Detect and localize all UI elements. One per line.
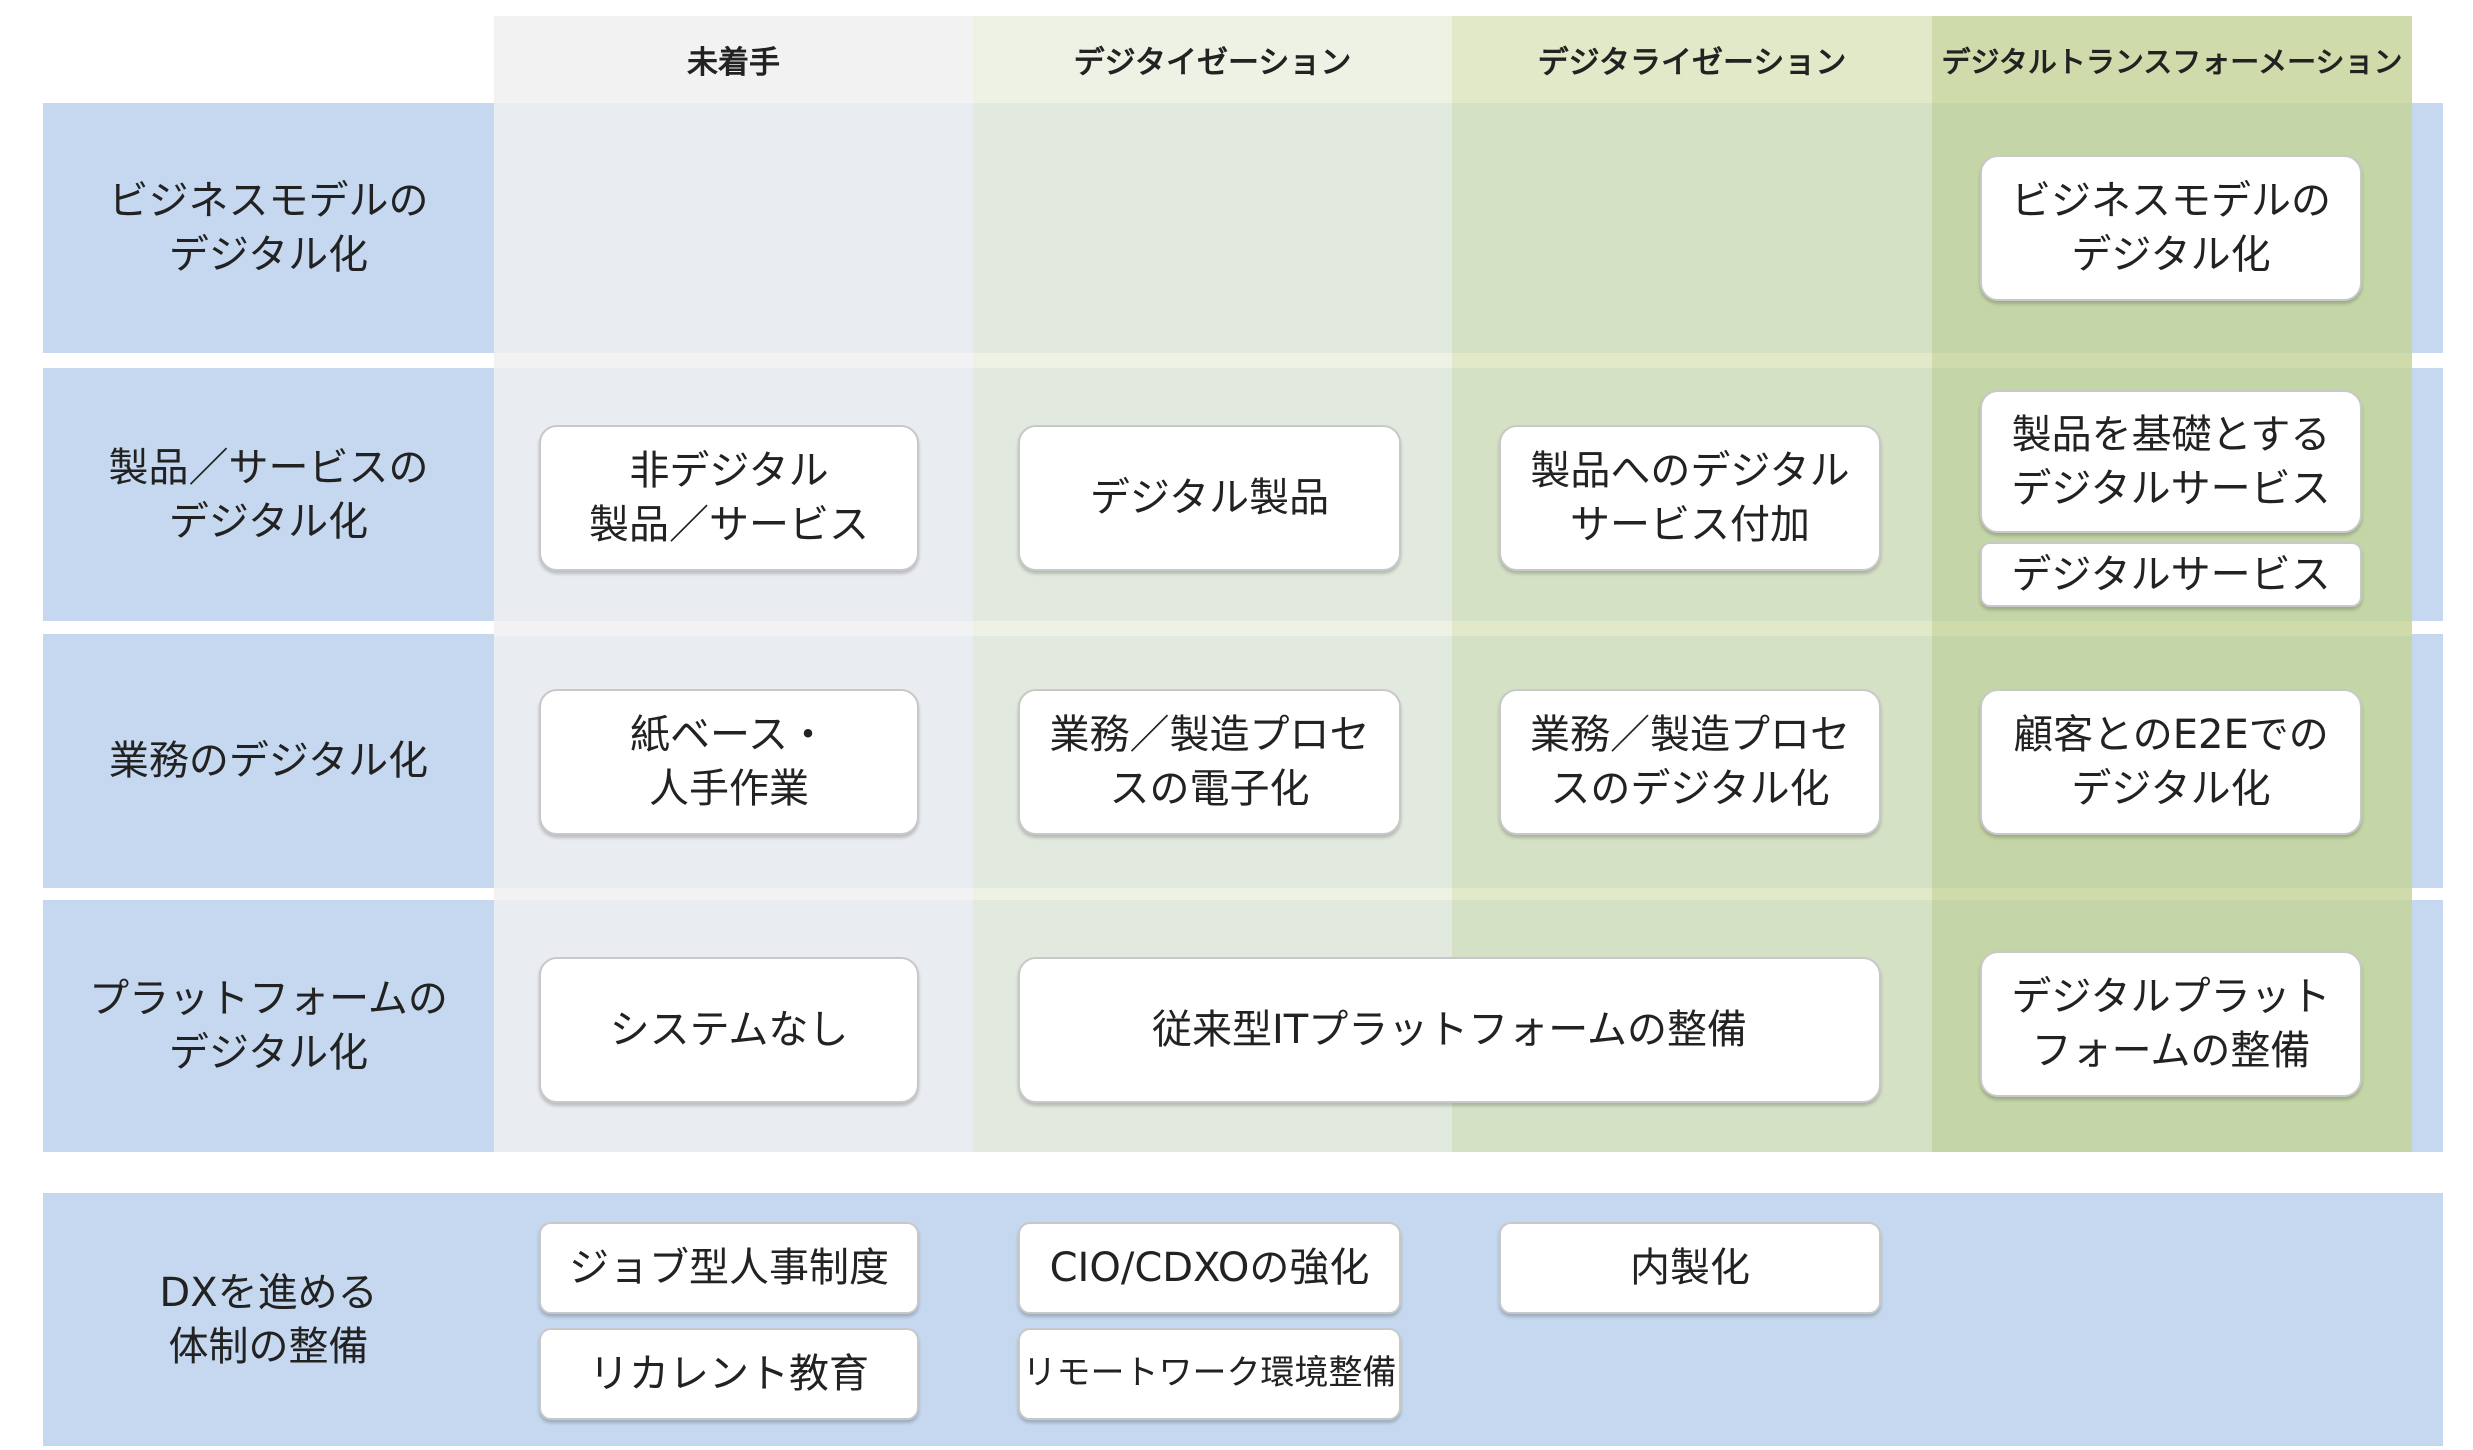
box-cio-cdxo: CIO/CDXOの強化 (1018, 1222, 1401, 1314)
box-recurrent-education: リカレント教育 (539, 1328, 919, 1420)
right-strip (2412, 103, 2443, 353)
box-in-house-dev: 内製化 (1499, 1222, 1881, 1314)
row-gap (494, 621, 2412, 636)
right-strip (2412, 900, 2443, 1152)
row-label-operations: 業務のデジタル化 (43, 634, 494, 888)
box-digital-service: デジタルサービス (1980, 542, 2362, 607)
box-digital-platform: デジタルプラット フォームの整備 (1980, 951, 2362, 1097)
row-gap (494, 888, 2412, 900)
box-business-model-dx: ビジネスモデルの デジタル化 (1980, 155, 2362, 301)
column-header-not-started: 未着手 (494, 16, 973, 103)
column-header-digitalization: デジタライゼーション (1452, 16, 1932, 103)
box-digital-product: デジタル製品 (1018, 425, 1401, 571)
box-digital-service-addon: 製品へのデジタル サービス付加 (1499, 425, 1881, 571)
row-label-product-service: 製品／サービスの デジタル化 (43, 368, 494, 621)
right-strip (2412, 368, 2443, 621)
box-no-system: システムなし (539, 957, 919, 1103)
row-label-business-model: ビジネスモデルの デジタル化 (43, 103, 494, 353)
column-header-dx: デジタルトランスフォーメーション (1932, 16, 2412, 103)
box-process-digital: 業務／製造プロセ スのデジタル化 (1499, 689, 1881, 835)
row-label-platform: プラットフォームの デジタル化 (43, 900, 494, 1152)
box-remote-work: リモートワーク環境整備 (1018, 1328, 1401, 1420)
box-job-based-hr: ジョブ型人事制度 (539, 1222, 919, 1314)
right-strip (2412, 634, 2443, 888)
box-process-electronic: 業務／製造プロセ スの電子化 (1018, 689, 1401, 835)
box-product-based-digital-service: 製品を基礎とする デジタルサービス (1980, 390, 2362, 533)
box-paper-manual: 紙ベース・ 人手作業 (539, 689, 919, 835)
box-legacy-it-platform: 従来型ITプラットフォームの整備 (1018, 957, 1881, 1103)
column-header-digitization: デジタイゼーション (973, 16, 1452, 103)
row-label-organization: DXを進める 体制の整備 (159, 1269, 378, 1370)
box-non-digital-product: 非デジタル 製品／サービス (539, 425, 919, 571)
row-gap (494, 353, 2412, 368)
box-e2e-digital: 顧客とのE2Eでの デジタル化 (1980, 689, 2362, 835)
